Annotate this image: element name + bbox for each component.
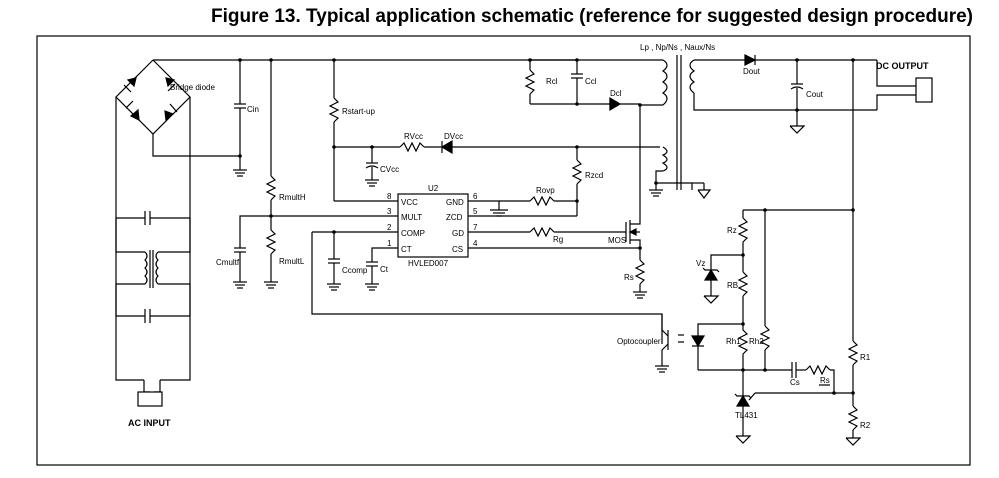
ground-icon bbox=[633, 291, 647, 299]
pin-cs-label: CS bbox=[452, 245, 463, 254]
pin-number-4: 4 bbox=[473, 239, 478, 248]
bridge-diode bbox=[115, 59, 191, 135]
dout-label: Dout bbox=[743, 67, 761, 76]
pin-number-8: 8 bbox=[387, 192, 392, 201]
pin-ct-label: CT bbox=[401, 245, 412, 254]
hvled007-ic bbox=[397, 193, 469, 258]
mos-label: MOS bbox=[608, 236, 626, 245]
rg-label: Rg bbox=[553, 235, 563, 244]
mosfet bbox=[625, 200, 641, 260]
ground-icon bbox=[845, 437, 862, 446]
rh2-label: Rh2 bbox=[749, 337, 764, 346]
rmultl-label: RmultL bbox=[279, 257, 305, 266]
rs-mos-label: Rs bbox=[624, 273, 634, 282]
ground-icon bbox=[233, 281, 247, 289]
ground-icon bbox=[649, 189, 663, 197]
ground-icon bbox=[365, 179, 379, 187]
pin-gnd-label: GND bbox=[446, 198, 464, 207]
ic-name-label: HVLED007 bbox=[408, 259, 449, 268]
pin-gd-label: GD bbox=[452, 229, 464, 238]
ground-icon bbox=[703, 295, 720, 304]
optocoupler bbox=[661, 314, 684, 366]
ground-icon bbox=[327, 283, 341, 291]
ground-icon bbox=[365, 283, 379, 291]
pin-comp-label: COMP bbox=[401, 229, 425, 238]
pin-number-5: 5 bbox=[473, 207, 478, 216]
cvcc-label: CVcc bbox=[380, 165, 399, 174]
ccl-label: Ccl bbox=[585, 77, 597, 86]
pin-mult-label: MULT bbox=[401, 213, 422, 222]
pin-vcc-label: VCC bbox=[401, 198, 418, 207]
dvcc-label: DVcc bbox=[444, 132, 463, 141]
optocoupler-label: Optocoupler bbox=[617, 337, 661, 346]
ccomp-label: Ccomp bbox=[342, 266, 368, 275]
ground-icon bbox=[233, 169, 247, 177]
rstartup-label: Rstart-up bbox=[342, 107, 375, 116]
ac-input-label: AC INPUT bbox=[128, 418, 171, 428]
rovp-label: Rovp bbox=[536, 186, 555, 195]
cs-cap-label: Cs bbox=[790, 378, 800, 387]
ground-icon bbox=[655, 365, 669, 373]
diagram-frame bbox=[36, 35, 971, 466]
cmultf-label: Cmultf bbox=[216, 258, 240, 267]
dc-output-connector bbox=[915, 77, 933, 103]
dc-output-label: DC OUTPUT bbox=[876, 61, 929, 71]
rmulth-label: RmultH bbox=[279, 193, 306, 202]
rvcc-label: RVcc bbox=[404, 132, 423, 141]
rb-label: RB bbox=[727, 281, 738, 290]
figure-title: Figure 13. Typical application schematic… bbox=[211, 6, 973, 27]
pin-number-1: 1 bbox=[387, 239, 392, 248]
rz-label: Rz bbox=[727, 226, 737, 235]
transformer-label: Lp , Np/Ns , Naux/Ns bbox=[640, 43, 715, 52]
dcl-label: Dcl bbox=[610, 89, 622, 98]
ground-icon bbox=[735, 435, 752, 444]
rcl-label: Rcl bbox=[546, 77, 558, 86]
pin-number-3: 3 bbox=[387, 207, 392, 216]
rzcd-label: Rzcd bbox=[585, 171, 603, 180]
ac-input-connector bbox=[137, 391, 163, 407]
pin-number-7: 7 bbox=[473, 223, 478, 232]
vz-label: Vz bbox=[696, 259, 705, 268]
u2-label: U2 bbox=[428, 184, 439, 193]
bridge-diode-label: Bridge diode bbox=[170, 83, 215, 92]
rs-tl-label: Rs bbox=[820, 376, 830, 385]
tl431-label: TL431 bbox=[735, 411, 758, 420]
cin-label: Cin bbox=[247, 105, 259, 114]
pin-zcd-label: ZCD bbox=[446, 213, 463, 222]
pin-number-2: 2 bbox=[387, 223, 392, 232]
tl431 bbox=[734, 392, 756, 407]
r2-label: R2 bbox=[860, 421, 871, 430]
pin-number-6: 6 bbox=[473, 192, 478, 201]
ground-icon bbox=[789, 125, 806, 134]
r1-label: R1 bbox=[860, 353, 871, 362]
flyback-transformer bbox=[661, 55, 696, 190]
ct-label: Ct bbox=[380, 265, 389, 274]
ground-icon bbox=[264, 281, 278, 289]
cout-label: Cout bbox=[806, 90, 824, 99]
ground-icon bbox=[490, 209, 508, 217]
rh1-label: Rh1 bbox=[726, 337, 741, 346]
